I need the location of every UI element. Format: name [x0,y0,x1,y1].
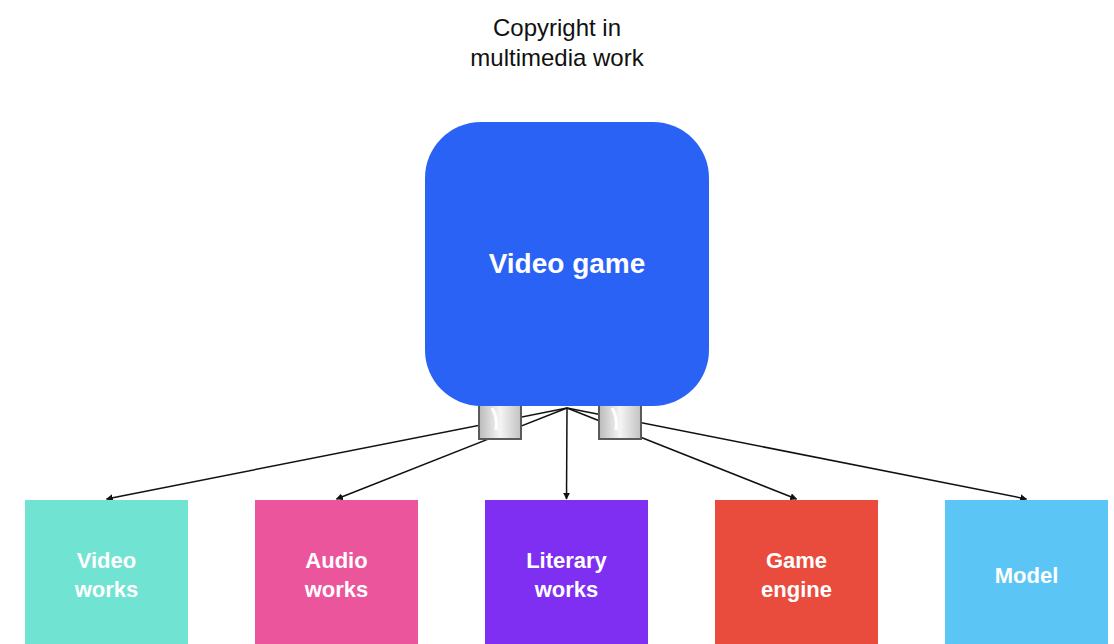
node-label: Model [995,561,1059,590]
category-box: Game engine [715,500,878,644]
arrow-connector [337,408,568,499]
arrow-connector [566,408,568,499]
category-box: Literary works [485,500,648,644]
category-box: Model [945,500,1108,644]
node-label: Game engine [747,546,847,604]
video-game-box: Video game [425,122,709,406]
node-label: Video works [57,546,157,604]
node-label: Video game [489,246,646,282]
category-box: Video works [25,500,188,644]
diagram-title: Copyright in multimedia work [457,13,657,73]
category-box: Audio works [255,500,418,644]
node-label: Literary works [517,546,617,604]
node-label: Audio works [287,546,387,604]
